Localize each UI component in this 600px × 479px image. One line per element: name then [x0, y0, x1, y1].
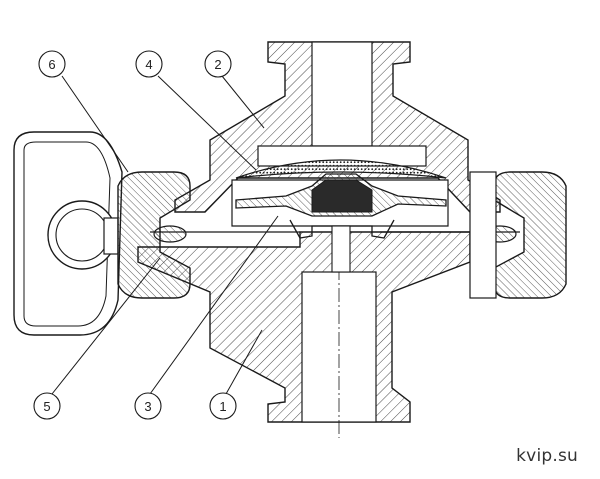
callout-label-3: 3 — [144, 399, 151, 414]
diaphragm-center-disc — [311, 179, 373, 213]
leader-line-6 — [61, 75, 129, 173]
stem-channel — [331, 225, 351, 273]
callout-label-4: 4 — [145, 57, 152, 72]
callout-label-6: 6 — [48, 57, 55, 72]
leader-line-1 — [225, 329, 263, 395]
watermark-text: kvip.su — [516, 446, 578, 466]
leader-line-2 — [221, 75, 265, 129]
callout-label-2: 2 — [214, 57, 221, 72]
upper-bore — [311, 41, 373, 147]
left-clamp-jaw — [117, 171, 191, 299]
callout-4: 4 — [135, 50, 163, 78]
callout-label-5: 5 — [43, 399, 50, 414]
callout-6: 6 — [38, 50, 66, 78]
clamp-bolt — [103, 217, 119, 255]
leader-line-3 — [149, 215, 279, 395]
callout-5: 5 — [33, 392, 61, 420]
callout-label-1: 1 — [219, 399, 226, 414]
leader-line-5 — [51, 257, 161, 395]
callout-2: 2 — [204, 50, 232, 78]
leader-line-4 — [157, 75, 257, 171]
dome-membrane-part-4 — [235, 159, 447, 179]
right-clamp-jaw — [493, 171, 567, 299]
callout-1: 1 — [209, 392, 237, 420]
callout-3: 3 — [134, 392, 162, 420]
right-clamp-body — [469, 171, 497, 299]
